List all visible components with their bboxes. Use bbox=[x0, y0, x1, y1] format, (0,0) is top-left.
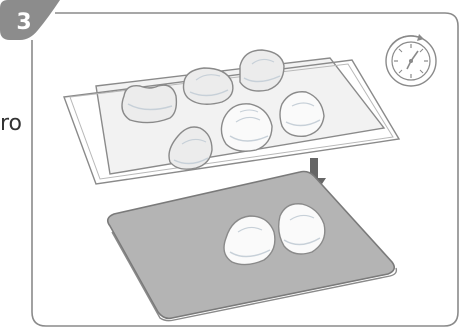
step-number: 3 bbox=[16, 10, 31, 35]
frozen-food-piece bbox=[240, 50, 284, 91]
defrosting-board bbox=[108, 172, 397, 321]
partial-text: ro bbox=[0, 111, 22, 136]
frozen-food-piece bbox=[122, 85, 176, 122]
step-badge: 3 bbox=[0, 0, 60, 40]
baking-tray bbox=[64, 50, 399, 184]
timer-icon bbox=[386, 34, 436, 86]
frozen-food-piece bbox=[184, 68, 233, 104]
frozen-food-piece bbox=[221, 104, 272, 151]
